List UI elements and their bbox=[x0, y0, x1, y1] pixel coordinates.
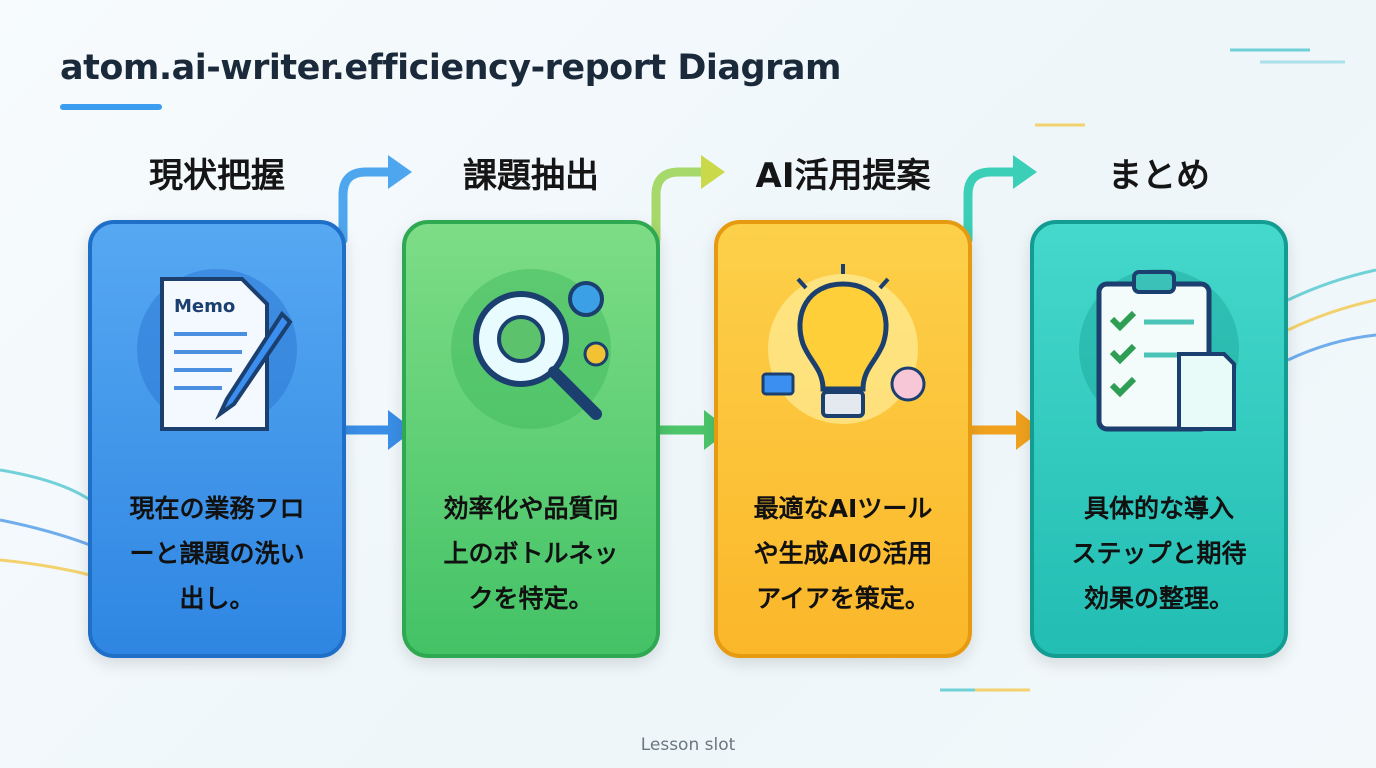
footer-label: Lesson slot bbox=[640, 735, 736, 755]
step-desc-4: 具体的な導入 ステップと期待 効果の整理。 bbox=[1071, 494, 1247, 613]
step-title-1: 現状把握 bbox=[149, 156, 285, 196]
step-desc-1: 現在の業務フロ ーと課題の洗い 出し。 bbox=[129, 494, 305, 613]
title-underline bbox=[60, 104, 162, 110]
memo-icon: Memo bbox=[137, 269, 297, 431]
step-title-3: AI活用提案 bbox=[755, 156, 931, 196]
magnifier-gear-icon bbox=[451, 269, 611, 429]
step-card-3: 最適なAIツール や生成AIの活用 アイアを策定。 bbox=[714, 220, 972, 658]
step-card-2: 効率化や品質向 上のボトルネッ クを特定。 bbox=[402, 220, 660, 658]
lightbulb-icon bbox=[761, 264, 926, 424]
step-card-4: 具体的な導入 ステップと期待 効果の整理。 bbox=[1030, 220, 1288, 658]
step-title-4: まとめ bbox=[1108, 156, 1210, 196]
memo-label: Memo bbox=[174, 296, 235, 317]
step-title-2: 課題抽出 bbox=[463, 156, 599, 196]
step-card-1: Memo 現在の業務フロ ーと課題の洗い 出し。 bbox=[88, 220, 346, 658]
step-desc-2: 効率化や品質向 上のボトルネッ クを特定。 bbox=[443, 494, 619, 613]
diagram-title: atom.ai-writer.efficiency-report Diagram bbox=[60, 48, 841, 88]
clipboard-checklist-icon bbox=[1079, 269, 1239, 432]
step-desc-3: 最適なAIツール や生成AIの活用 アイアを策定。 bbox=[753, 494, 933, 613]
